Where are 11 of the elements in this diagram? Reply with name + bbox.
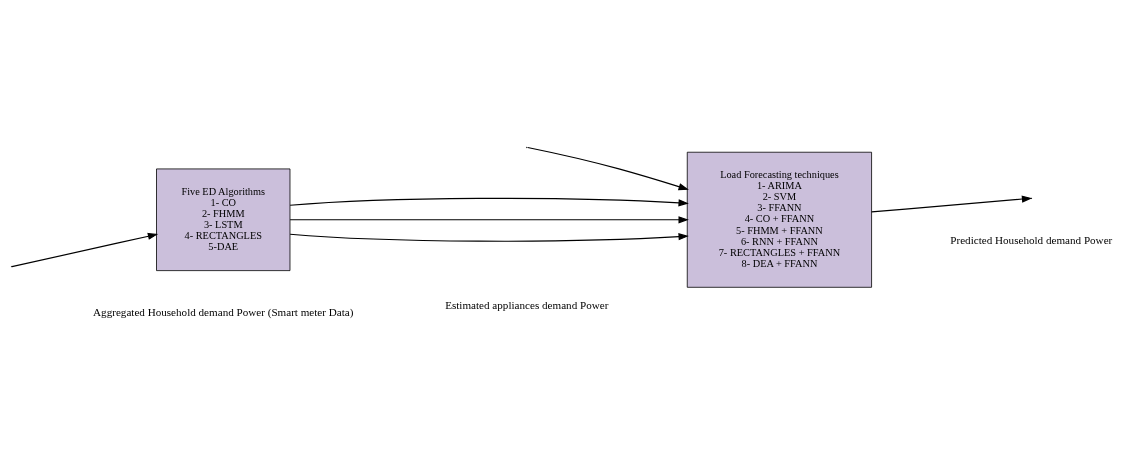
arrow — [289, 233, 689, 242]
arrow — [11, 232, 159, 268]
arrow — [871, 195, 1033, 213]
node-box: Five ED Algorithms 1- CO 2- FHMM 3- LSTM 4- RECTANGLES 5-DAE — [156, 168, 291, 271]
label: Predicted Household demand Power — [950, 234, 1113, 247]
label: Aggregated Household demand Power (Smart meter Data) — [93, 306, 354, 319]
node-box: Load Forecasting techniques 1- ARIMA 2- SVM 3- FFANN 4- CO + FFANN 5- FHMM + FFANN 6- RNN + FFANN 7- RECTANGLES + FFANN 8- DEA + FFANN — [686, 151, 872, 288]
arrow — [527, 146, 689, 191]
arrow — [289, 216, 689, 224]
label: Estimated appliances demand Power — [445, 299, 609, 312]
arrow — [289, 197, 689, 207]
